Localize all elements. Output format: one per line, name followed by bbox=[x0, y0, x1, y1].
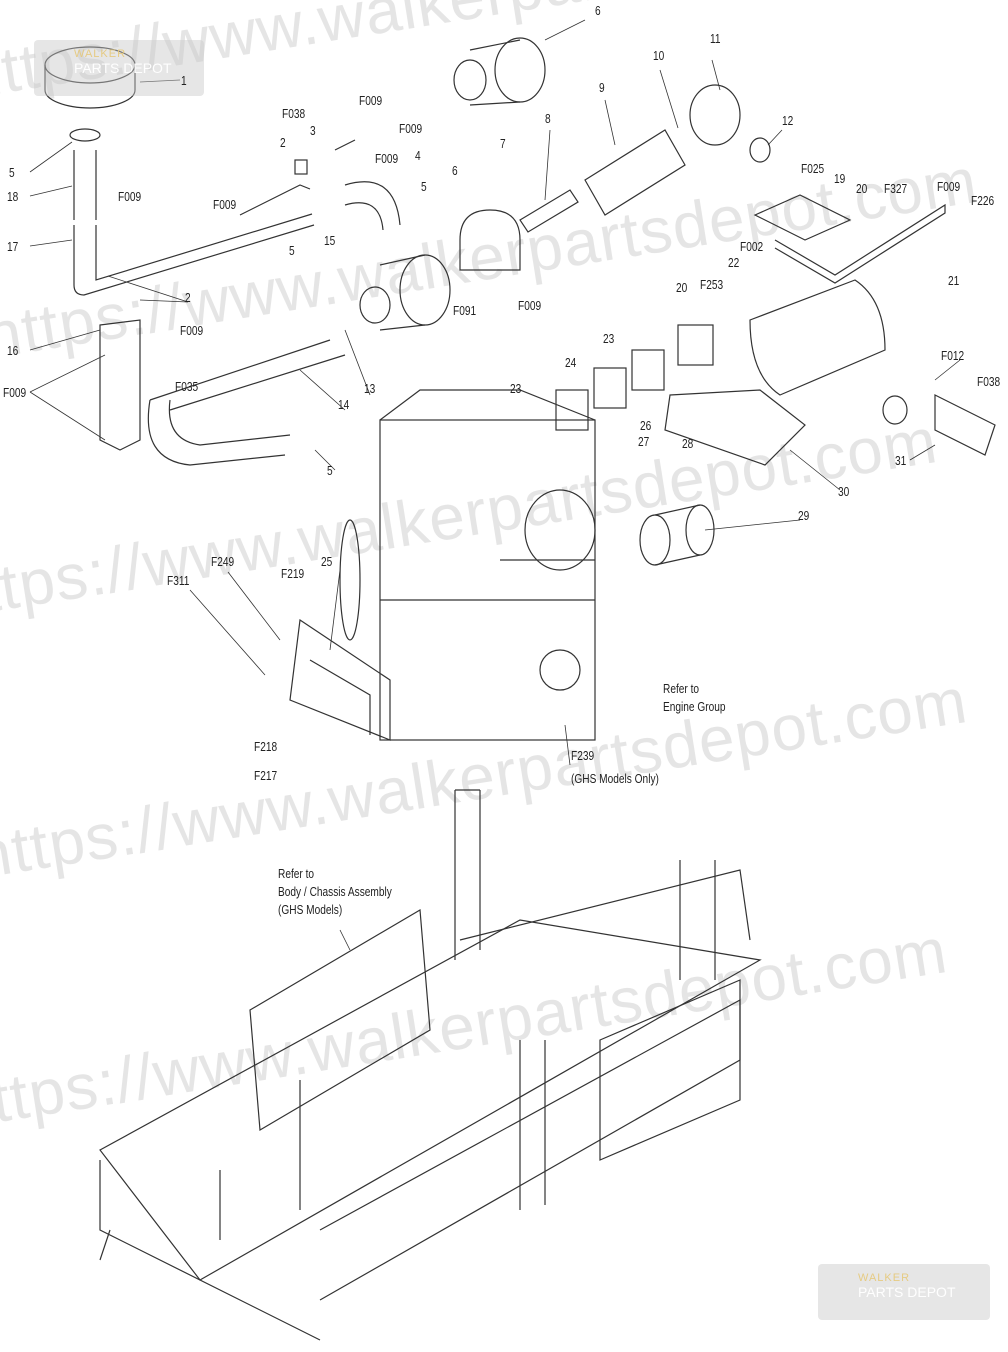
callout-label: 15 bbox=[324, 233, 336, 248]
callout-label: F009 bbox=[937, 179, 961, 194]
callout-label: 1 bbox=[181, 73, 187, 88]
callout-label: 9 bbox=[599, 80, 605, 95]
callout-label: F002 bbox=[740, 239, 764, 254]
callout-label: 8 bbox=[545, 111, 551, 126]
callout-label: F009 bbox=[3, 385, 27, 400]
engine-reference-note: Engine Group bbox=[663, 699, 726, 714]
callout-label: 24 bbox=[565, 355, 577, 370]
callout-label: 5 bbox=[421, 179, 427, 194]
callout-label: F219 bbox=[281, 566, 305, 581]
callout-label: F009 bbox=[399, 121, 423, 136]
callout-label: 10 bbox=[653, 48, 665, 63]
callout-label: F091 bbox=[453, 303, 477, 318]
callout-label: F217 bbox=[254, 768, 278, 783]
callout-label: 5 bbox=[327, 463, 333, 478]
callout-label: F239 bbox=[571, 748, 595, 763]
callout-label: 19 bbox=[834, 171, 846, 186]
callout-label: F249 bbox=[211, 554, 235, 569]
callout-label: 3 bbox=[310, 123, 316, 138]
callout-label: 21 bbox=[948, 273, 960, 288]
callout-label: 28 bbox=[682, 436, 694, 451]
callout-label: 2 bbox=[280, 135, 286, 150]
callout-label: 6 bbox=[595, 3, 601, 18]
callout-label: 6 bbox=[452, 163, 458, 178]
callout-label: 18 bbox=[7, 189, 19, 204]
callout-label: 11 bbox=[710, 31, 721, 46]
callout-label: F327 bbox=[884, 181, 908, 196]
callout-label: 2 bbox=[185, 290, 191, 305]
callout-label: F035 bbox=[175, 379, 199, 394]
chassis-reference-note: Refer to bbox=[278, 866, 315, 881]
callout-label: 25 bbox=[321, 554, 333, 569]
callout-label: F311 bbox=[167, 573, 190, 588]
callout-label: F038 bbox=[977, 374, 1001, 389]
callout-label: 30 bbox=[838, 484, 850, 499]
callout-label: F009 bbox=[518, 298, 542, 313]
callout-label: 17 bbox=[7, 239, 19, 254]
callout-label: 26 bbox=[640, 418, 652, 433]
engine-drawing bbox=[339, 389, 596, 741]
engine-reference-note: Refer to bbox=[663, 681, 700, 696]
chassis-drawing bbox=[99, 789, 762, 1341]
callout-label: 23 bbox=[510, 381, 522, 396]
callout-label: 22 bbox=[728, 255, 740, 270]
callout-label: 20 bbox=[676, 280, 688, 295]
callout-label: 14 bbox=[338, 397, 350, 412]
callout-label: 5 bbox=[289, 243, 295, 258]
callout-label: F009 bbox=[375, 151, 399, 166]
chassis-reference-note: Body / Chassis Assembly bbox=[278, 884, 392, 899]
callout-label: F253 bbox=[700, 277, 724, 292]
callout-label: 13 bbox=[364, 381, 376, 396]
callout-label: 7 bbox=[500, 136, 506, 151]
callout-label: 20 bbox=[856, 181, 868, 196]
callout-label: F038 bbox=[282, 106, 306, 121]
callout-label: F226 bbox=[971, 193, 995, 208]
callout-label: F218 bbox=[254, 739, 278, 754]
oil-filter-part bbox=[639, 504, 715, 566]
callout-label: F025 bbox=[801, 161, 825, 176]
precleaner-part bbox=[44, 46, 136, 109]
air-cleaner-part bbox=[359, 254, 451, 331]
callout-label: 4 bbox=[415, 148, 421, 163]
callout-label: 29 bbox=[798, 508, 810, 523]
callout-label: 23 bbox=[603, 331, 615, 346]
callout-label: 5 bbox=[9, 165, 15, 180]
callout-label: F012 bbox=[941, 348, 965, 363]
chassis-reference-note: (GHS Models) bbox=[278, 902, 343, 917]
callout-label: 31 bbox=[895, 453, 907, 468]
ghs-models-note: (GHS Models Only) bbox=[571, 771, 659, 786]
callout-label: 16 bbox=[7, 343, 19, 358]
callout-label: 12 bbox=[782, 113, 794, 128]
callout-label: F009 bbox=[359, 93, 383, 108]
callout-label: F009 bbox=[213, 197, 237, 212]
muffler-part bbox=[749, 279, 908, 425]
callout-label: F009 bbox=[118, 189, 142, 204]
callout-label: F009 bbox=[180, 323, 204, 338]
callout-label: 27 bbox=[638, 434, 650, 449]
